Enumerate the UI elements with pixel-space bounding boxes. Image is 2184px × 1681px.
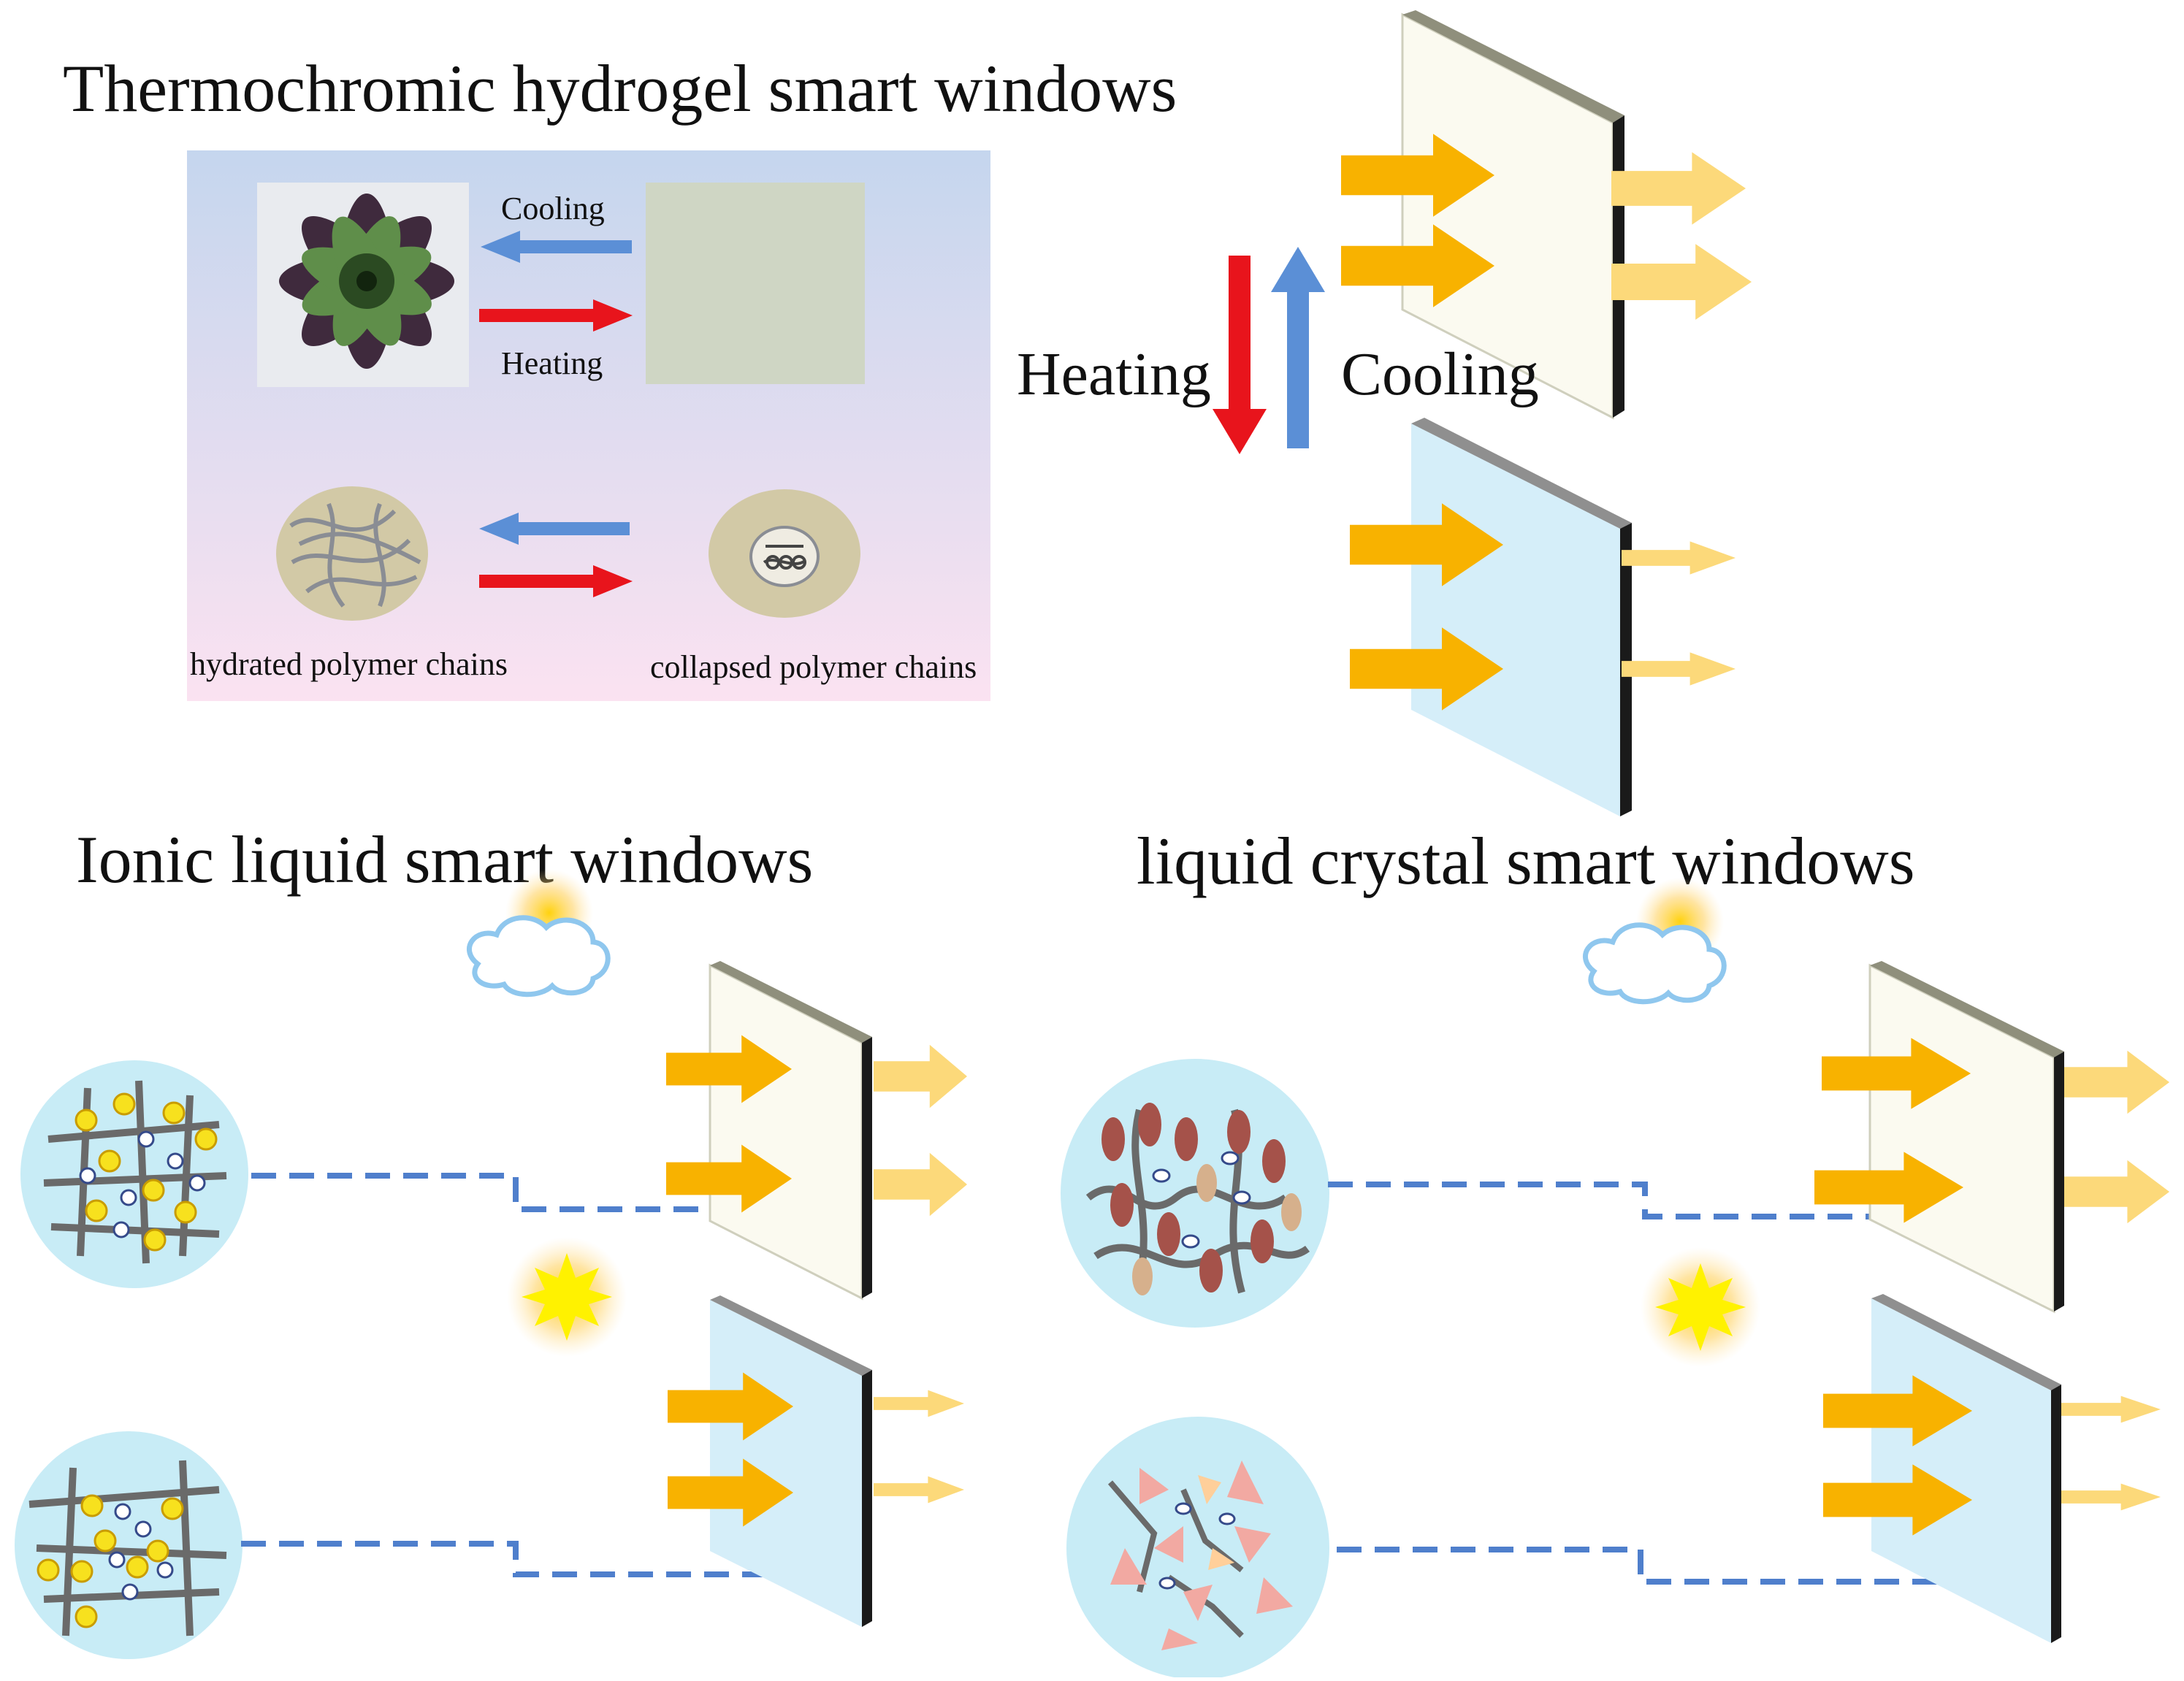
ionic-liquid-hot-state-icon xyxy=(15,1431,243,1659)
collapsed-chains-label: collapsed polymer chains xyxy=(650,649,977,685)
heating-arrow-lower-head xyxy=(593,565,633,597)
inset-cooling-label: Cooling xyxy=(501,191,605,226)
hydrated-polymer-chains-icon xyxy=(276,486,428,621)
inset-heating-label: Heating xyxy=(501,345,603,381)
tinted-smart-window-liquid-crystal xyxy=(1871,1294,2061,1643)
transmitted-light-arrows-mid xyxy=(1622,541,1736,686)
transmitted-light-arrows-ionic-top xyxy=(874,1044,967,1217)
tinted-smart-window-top xyxy=(1411,418,1632,816)
hydrated-chains-label: hydrated polymer chains xyxy=(190,646,508,682)
transmitted-light-arrows-top xyxy=(1611,152,1752,320)
tinted-smart-window-ionic xyxy=(710,1295,872,1627)
heating-arrow-head xyxy=(593,299,633,332)
liquid-crystal-section-title: liquid crystal smart windows xyxy=(1137,824,1915,898)
cloud-icon-liquid-crystal xyxy=(1583,878,1727,1005)
cloud-icon-ionic xyxy=(467,869,611,998)
cooling-up-arrow xyxy=(1271,247,1325,448)
heating-label: Heating xyxy=(1017,340,1211,408)
cooling-arrow-lower-head xyxy=(479,513,519,545)
liquid-crystal-hot-state-icon xyxy=(1066,1417,1329,1680)
ionic-energy-level-lines xyxy=(241,1173,789,1577)
clear-smart-window-liquid-crystal xyxy=(1868,961,2064,1314)
succulent-plant-photo xyxy=(257,183,469,387)
cooling-arrow-head xyxy=(481,231,520,263)
heating-down-arrow xyxy=(1213,256,1267,454)
hydrogel-film-photo xyxy=(646,183,865,384)
liquid-crystal-cold-state-icon xyxy=(1061,1059,1329,1328)
cooling-label: Cooling xyxy=(1341,340,1539,408)
clear-smart-window-ionic xyxy=(709,961,872,1301)
clear-smart-window-top xyxy=(1401,10,1624,420)
sun-icon-liquid-crystal xyxy=(1641,1247,1760,1367)
transmitted-light-arrows-lc-bottom xyxy=(2061,1395,2161,1511)
liquid-crystal-energy-level-lines xyxy=(1328,1182,1965,1585)
transmitted-light-arrows-ionic-bottom xyxy=(874,1390,964,1504)
ionic-liquid-cold-state-icon xyxy=(20,1060,248,1288)
transmitted-light-arrows-lc-top xyxy=(2064,1050,2169,1224)
hydrogel-section-title: Thermochromic hydrogel smart windows xyxy=(63,51,1177,126)
collapsed-polymer-chains-icon xyxy=(709,489,860,618)
hydrogel-inset-panel: Cooling Heating xyxy=(187,150,990,701)
ionic-liquid-section-title: Ionic liquid smart windows xyxy=(76,822,813,897)
sun-icon-ionic xyxy=(507,1237,627,1357)
